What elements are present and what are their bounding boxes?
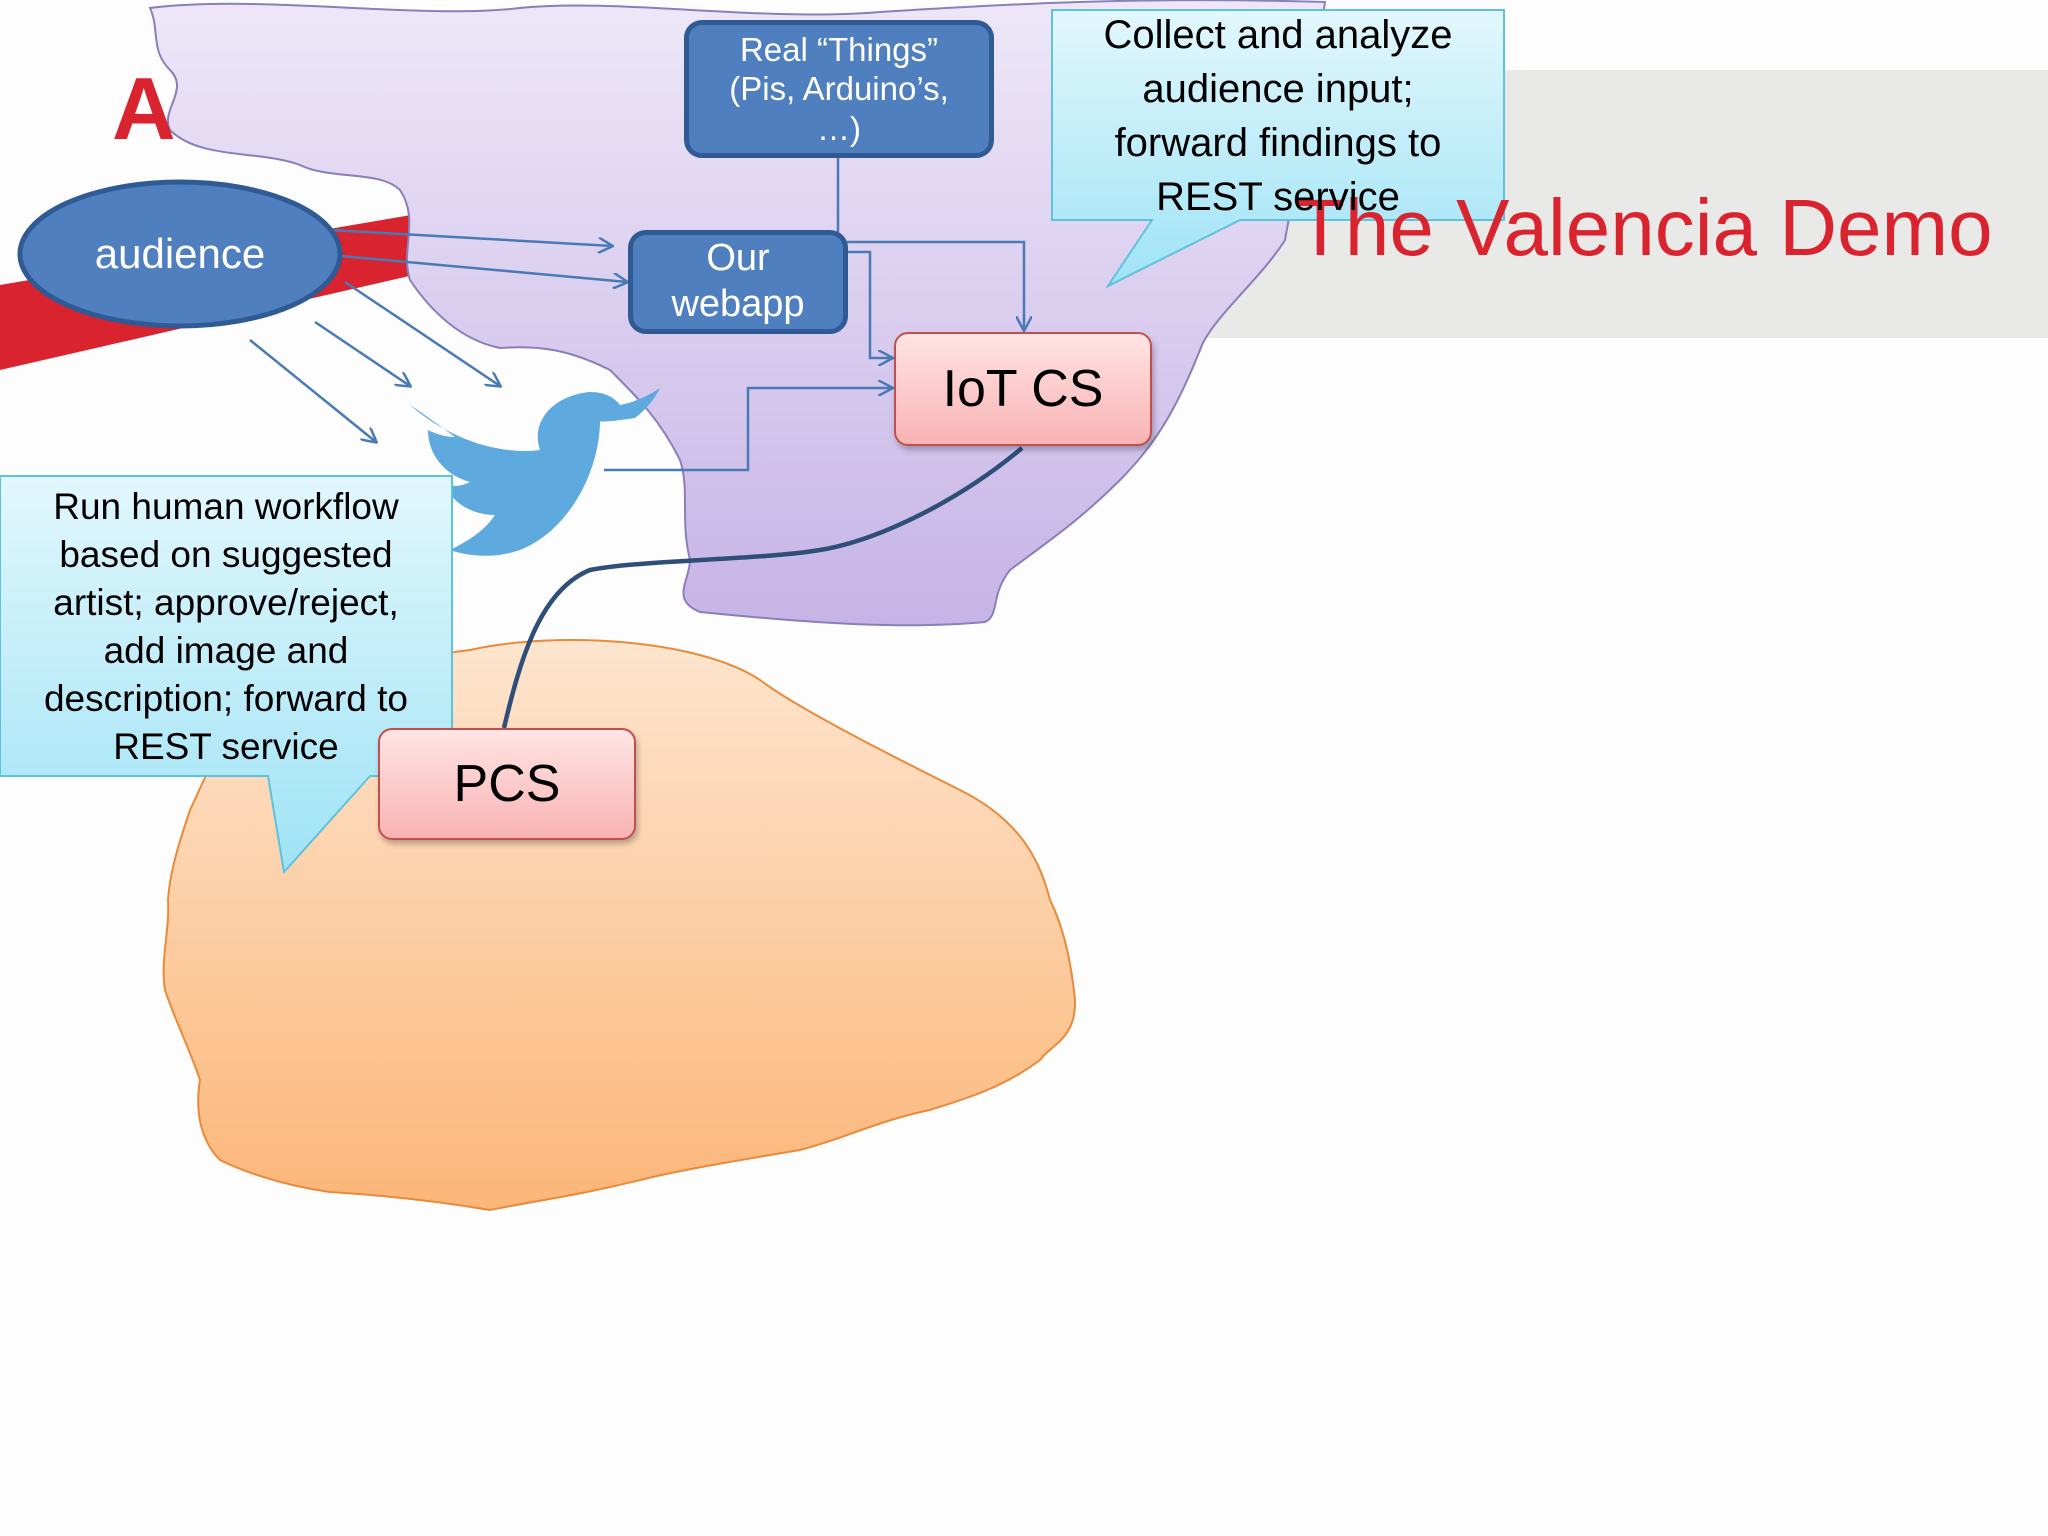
real-things-box: Real “Things” (Pis, Arduino’s, …) <box>684 20 994 158</box>
connector-things-to-iotcs <box>836 156 1024 330</box>
connector-iotcs-to-pcs <box>501 446 1024 729</box>
callout-left-text: Run human workflow based on suggested ar… <box>43 485 408 768</box>
callout-top-shape <box>1051 9 1505 289</box>
arrow-audience-to-twitter-1 <box>344 280 500 386</box>
callout-top-text: Collect and analyze audience input; forw… <box>1103 13 1453 219</box>
arrow-audience-to-webapp-2 <box>329 253 627 282</box>
audience-label: audience <box>94 230 266 277</box>
audience-node <box>17 179 343 329</box>
page-title: The Valencia Demo <box>1296 183 1993 272</box>
arrow-audience-to-twitter-3 <box>249 339 376 442</box>
arrow-audience-to-webapp-1 <box>329 228 612 246</box>
iot-cs-box: IoT CS <box>894 332 1152 446</box>
connector-webapp-to-iotcs <box>848 250 892 358</box>
twitter-bird-icon <box>410 388 660 556</box>
logo-letter: A <box>112 59 176 158</box>
arrow-audience-to-twitter-2 <box>314 320 410 386</box>
callout-left-shape <box>0 475 453 875</box>
pcs-box: PCS <box>378 728 636 840</box>
webapp-box: Our webapp <box>628 230 848 334</box>
connector-twitter-to-iotcs <box>604 388 892 472</box>
